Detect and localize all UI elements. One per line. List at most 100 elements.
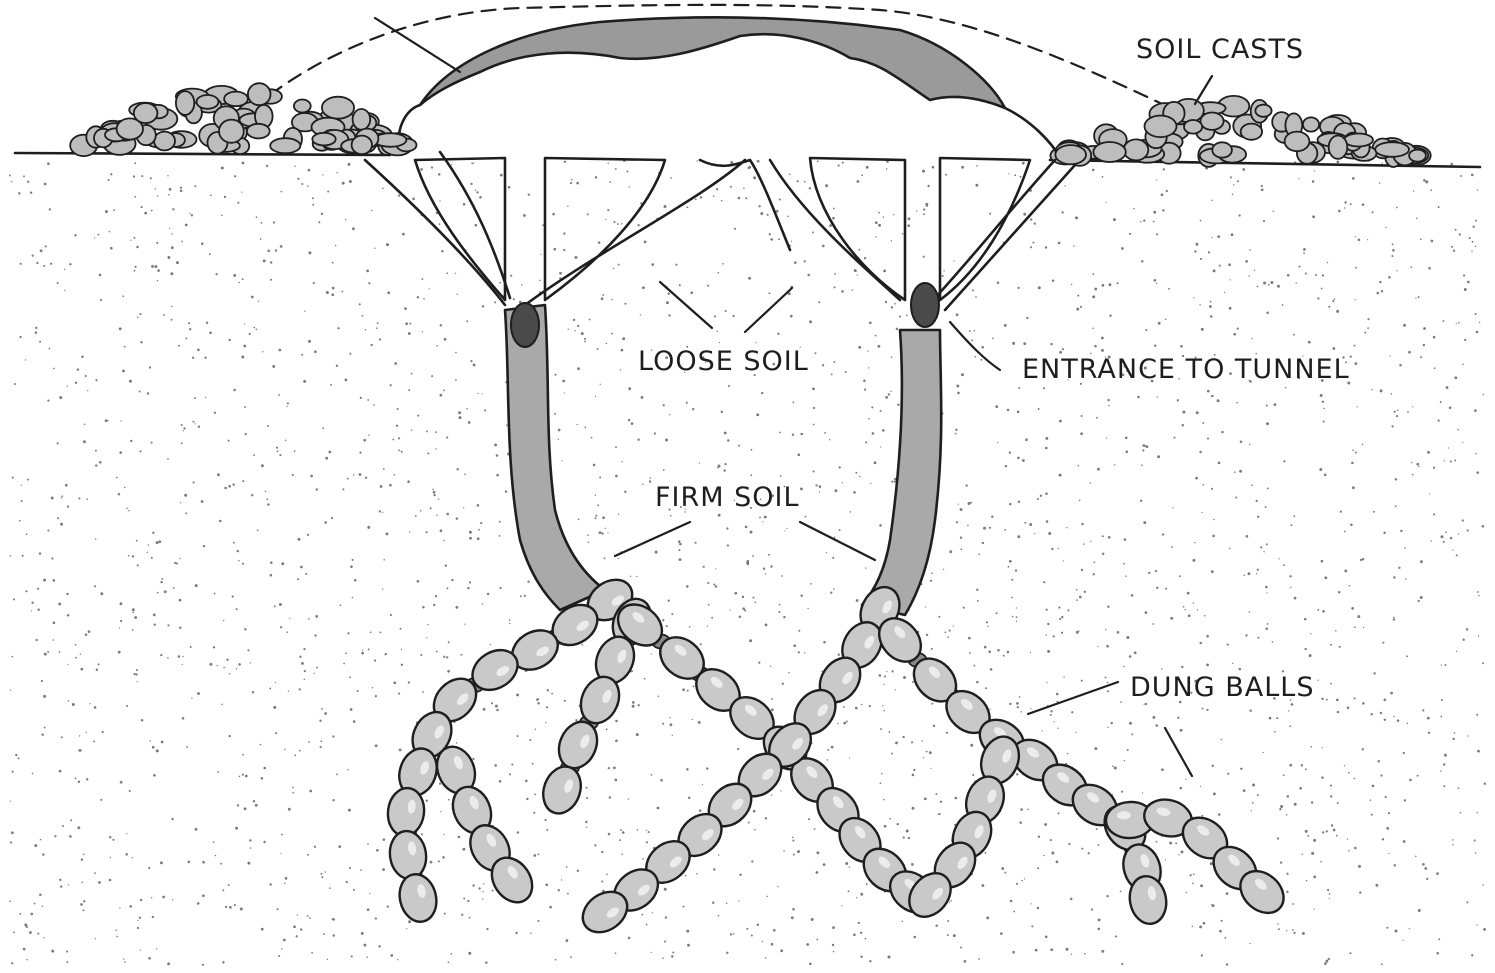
stipple-dot: [61, 497, 63, 499]
stipple-dot: [884, 675, 886, 677]
stipple-dot: [1257, 637, 1259, 639]
stipple-dot: [1133, 208, 1134, 209]
stipple-dot: [1061, 632, 1063, 634]
stipple-dot: [1145, 611, 1148, 614]
stipple-dot: [1200, 258, 1202, 260]
stipple-dot: [628, 937, 631, 940]
stipple-dot: [390, 614, 392, 616]
stipple-dot: [954, 797, 957, 800]
stipple-dot: [751, 860, 753, 862]
stipple-dot: [1094, 345, 1097, 348]
stipple-dot: [390, 954, 393, 957]
stipple-dot: [11, 181, 12, 182]
stipple-dot: [288, 691, 289, 692]
stipple-dot: [258, 300, 259, 301]
stipple-dot: [151, 442, 153, 444]
stipple-dot: [457, 836, 460, 839]
stipple-dot: [1270, 281, 1273, 284]
stipple-dot: [39, 552, 41, 554]
stipple-dot: [1108, 283, 1111, 286]
stipple-dot: [61, 736, 63, 738]
stipple-dot: [1199, 925, 1202, 928]
stipple-dot: [823, 863, 826, 866]
soil-clod: [1255, 105, 1271, 117]
stipple-dot: [93, 740, 95, 742]
stipple-dot: [305, 573, 307, 575]
stipple-dot: [1276, 717, 1278, 719]
stipple-dot: [119, 627, 120, 628]
stipple-dot: [372, 687, 373, 688]
stipple-dot: [621, 223, 622, 224]
stipple-dot: [1293, 515, 1295, 517]
stipple-dot: [233, 389, 236, 392]
stipple-dot: [10, 689, 11, 690]
stipple-dot: [1409, 928, 1410, 929]
stipple-dot: [589, 319, 591, 321]
stipple-dot: [409, 323, 411, 325]
stipple-dot: [439, 223, 441, 225]
stipple-dot: [338, 845, 341, 848]
stipple-dot: [242, 754, 244, 756]
stipple-dot: [1263, 752, 1264, 753]
stipple-dot: [1207, 390, 1210, 393]
stipple-dot: [1351, 462, 1354, 465]
stipple-dot: [1474, 409, 1477, 412]
stipple-dot: [132, 629, 134, 631]
stipple-dot: [1079, 500, 1081, 502]
stipple-dot: [605, 528, 606, 529]
stipple-dot: [34, 844, 37, 847]
stipple-dot: [783, 850, 785, 852]
stipple-dot: [1286, 814, 1288, 816]
stipple-dot: [1219, 930, 1222, 933]
stipple-dot: [1266, 404, 1268, 406]
stipple-dot: [1352, 449, 1354, 451]
stipple-dot: [160, 861, 163, 864]
stipple-dot: [469, 917, 471, 919]
stipple-dot: [1080, 432, 1083, 435]
stipple-dot: [783, 616, 785, 618]
stipple-dot: [727, 439, 730, 442]
stipple-dot: [1382, 642, 1384, 644]
stipple-dot: [1202, 484, 1204, 486]
stipple-dot: [819, 491, 820, 492]
stipple-dot: [367, 843, 369, 845]
stipple-dot: [658, 695, 660, 697]
stipple-dot: [798, 453, 801, 456]
stipple-dot: [331, 517, 333, 519]
stipple-dot: [360, 397, 362, 399]
stipple-dot: [1157, 396, 1158, 397]
stipple-dot: [228, 440, 230, 442]
stipple-dot: [601, 880, 603, 882]
stipple-dot: [276, 908, 278, 910]
stipple-dot: [1476, 471, 1479, 474]
stipple-dot: [239, 776, 241, 778]
stipple-dot: [864, 257, 866, 259]
stipple-dot: [322, 174, 323, 175]
stipple-dot: [75, 382, 77, 384]
stipple-dot: [595, 176, 597, 178]
stipple-dot: [813, 424, 815, 426]
stipple-dot: [1134, 651, 1137, 654]
stipple-dot: [921, 740, 922, 741]
stipple-dot: [1165, 588, 1167, 590]
stipple-dot: [194, 185, 196, 187]
stipple-dot: [995, 405, 998, 408]
stipple-dot: [745, 197, 747, 199]
stipple-dot: [968, 502, 971, 505]
stipple-dot: [912, 774, 915, 777]
stipple-dot: [895, 741, 898, 744]
soil-clod: [352, 136, 372, 155]
stipple-dot: [283, 939, 286, 942]
stipple-dot: [1416, 463, 1419, 466]
stipple-dot: [874, 461, 877, 464]
stipple-dot: [1299, 787, 1302, 790]
stipple-dot: [1106, 645, 1109, 648]
stipple-dot: [1391, 393, 1393, 395]
stipple-dot: [134, 673, 136, 675]
stipple-dot: [1155, 724, 1158, 727]
stipple-dot: [734, 592, 737, 595]
stipple-dot: [24, 923, 27, 926]
stipple-dot: [1212, 765, 1214, 767]
stipple-dot: [793, 854, 795, 856]
